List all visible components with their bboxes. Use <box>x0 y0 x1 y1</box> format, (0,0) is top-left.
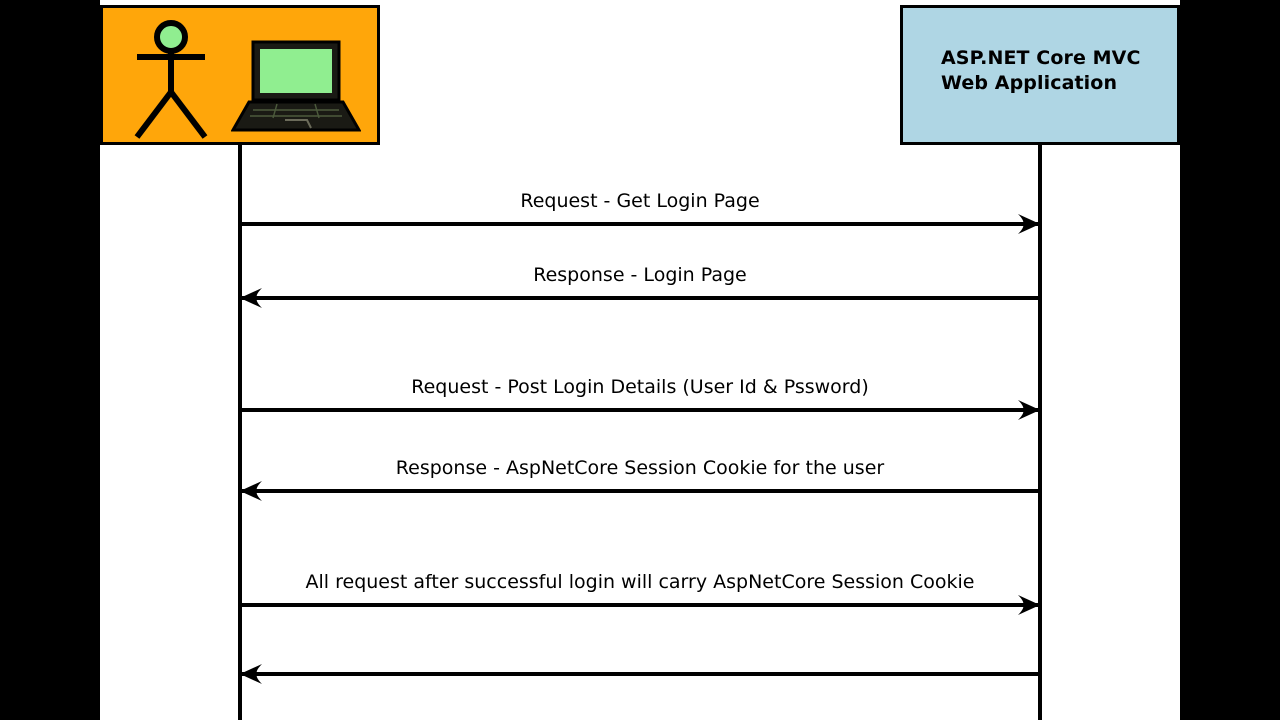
arrowhead-right-icon <box>1018 214 1040 234</box>
stick-figure-icon <box>134 20 208 139</box>
letterbox-bar-right <box>1180 0 1280 720</box>
message-5-line <box>240 603 1040 607</box>
arrowhead-left-icon <box>240 664 262 684</box>
participant-box-actor[interactable] <box>100 5 380 145</box>
lifeline-actor <box>238 145 242 720</box>
message-5-label: All request after successful login will … <box>305 571 975 593</box>
message-3-label: Request - Post Login Details (User Id & … <box>411 376 869 398</box>
message-1-line <box>240 222 1040 226</box>
arrowhead-right-icon <box>1018 400 1040 420</box>
arrowhead-left-icon <box>240 288 262 308</box>
arrowhead-right-icon <box>1018 595 1040 615</box>
arrowhead-left-icon <box>240 481 262 501</box>
message-6-line <box>240 672 1040 676</box>
participant-label-server: ASP.NET Core MVC Web Application <box>941 47 1141 94</box>
message-1-label: Request - Get Login Page <box>520 190 760 212</box>
laptop-icon <box>231 40 361 132</box>
message-2-line <box>240 296 1040 300</box>
message-3-line <box>240 408 1040 412</box>
lifeline-server <box>1038 145 1042 720</box>
message-4-line <box>240 489 1040 493</box>
message-2-label: Response - Login Page <box>533 264 747 286</box>
letterbox-bar-left <box>0 0 100 720</box>
message-4-label: Response - AspNetCore Session Cookie for… <box>395 457 885 479</box>
participant-box-server[interactable]: ASP.NET Core MVC Web Application <box>900 5 1180 145</box>
